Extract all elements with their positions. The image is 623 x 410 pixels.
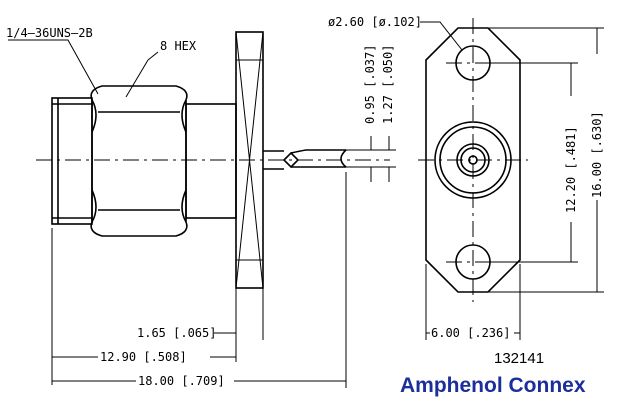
label-0-95: 0.95 [.037]: [363, 45, 377, 124]
label-12-90: 12.90 [.508]: [100, 350, 187, 364]
label-hex: 8 HEX: [160, 39, 197, 53]
label-6-00: 6.00 [.236]: [431, 326, 510, 340]
front-view: [418, 18, 528, 302]
side-view: [36, 31, 390, 289]
label-12-20: 12.20 [.481]: [564, 126, 578, 213]
front-dimensions: ø2.60 [ø.102] 12.20 [.481] 16.00 [.630] …: [328, 15, 604, 340]
label-1-27: 1.27 [.050]: [381, 45, 395, 124]
connector-body: [185, 103, 237, 219]
label-thread: 1/4–36UNS–2B: [6, 26, 93, 40]
label-hole-dia: ø2.60 [ø.102]: [328, 15, 422, 29]
part-number: 132141: [494, 350, 544, 367]
label-18-00: 18.00 [.709]: [138, 374, 225, 388]
hex-nut: [90, 85, 188, 237]
label-16-00: 16.00 [.630]: [590, 111, 604, 198]
side-dimensions: 1/4–36UNS–2B 8 HEX 0.95 [.037] 1.27 [.05…: [6, 26, 396, 388]
brand-logo: Amphenol Connex: [400, 374, 586, 397]
contact-pin: [263, 149, 347, 170]
label-1-65: 1.65 [.065]: [137, 326, 216, 340]
